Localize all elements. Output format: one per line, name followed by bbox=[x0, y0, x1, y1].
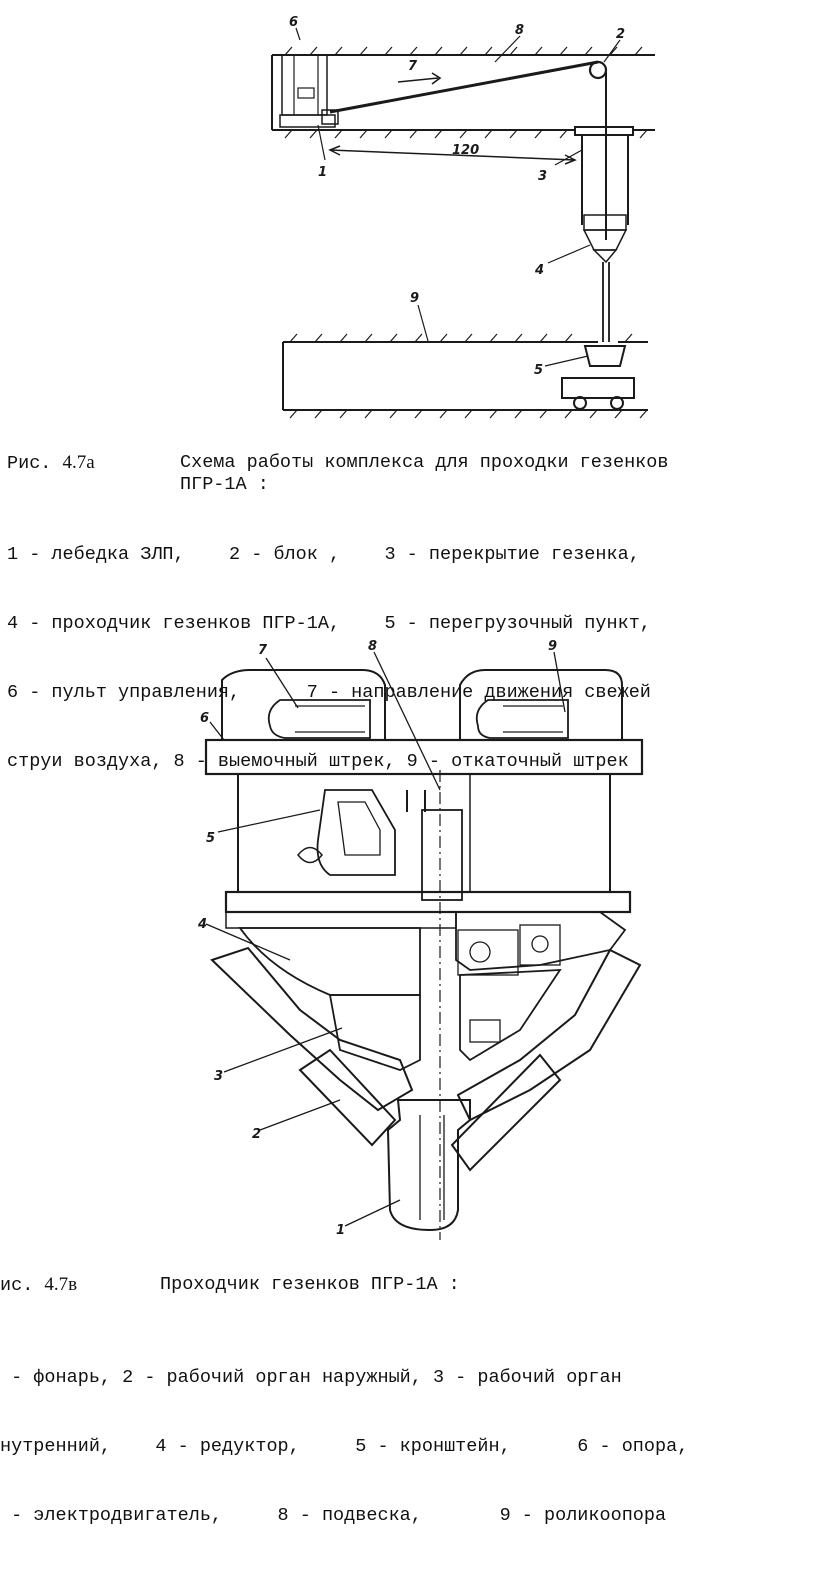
fig-b-label-1: 1 bbox=[336, 1223, 345, 1238]
fig-a-label-6: 6 bbox=[289, 15, 298, 30]
fig-b-label-5: 5 bbox=[206, 831, 215, 846]
fig-a-caption-number: 4.7а bbox=[62, 452, 95, 473]
fig-a-label-4: 4 bbox=[534, 263, 544, 278]
fig-a-label-5: 5 bbox=[534, 363, 543, 378]
fig-a-caption-title-2: ПГР-1А : bbox=[180, 474, 269, 495]
fig-a-label-8: 8 bbox=[515, 23, 524, 38]
fig-a-label-3: 3 bbox=[538, 169, 547, 184]
fig-b-label-8: 8 bbox=[368, 639, 377, 654]
fig-b-label-9: 9 bbox=[548, 639, 557, 654]
fig-a-legend-line: струи воздуха, 8 - выемочный штрек, 9 - … bbox=[7, 751, 629, 772]
fig-b-legend-line: нутренний, 4 - редуктор, 5 - кронштейн, … bbox=[0, 1436, 689, 1457]
fig-a-caption-title: Схема работы комплекса для проходки гезе… bbox=[180, 452, 669, 473]
fig-a-caption-prefix: Рис. 4.7а bbox=[7, 452, 95, 474]
fig-a-label-7: 7 bbox=[408, 59, 418, 74]
fig-a-legend-line: 1 - лебедка ЗЛП, 2 - блок , 3 - перекрыт… bbox=[7, 544, 640, 565]
figure-a-scheme: 6 8 2 7 120 1 3 4 9 5 bbox=[271, 15, 655, 419]
fig-b-label-7: 7 bbox=[258, 643, 268, 658]
fig-b-legend-line: - электродвигатель, 8 - подвеска, 9 - ро… bbox=[0, 1505, 667, 1526]
fig-b-label-6: 6 bbox=[200, 711, 209, 726]
fig-a-label-1: 1 bbox=[318, 165, 327, 180]
fig-b-label-4: 4 bbox=[197, 917, 207, 932]
fig-a-label-2: 2 bbox=[616, 27, 625, 42]
fig-b-caption-number: 4.7в bbox=[44, 1274, 78, 1295]
fig-b-label-3: 3 bbox=[214, 1069, 223, 1084]
fig-a-legend-line: 6 - пульт управления, 7 - направление дв… bbox=[7, 682, 651, 703]
fig-a-dimension-120: 120 bbox=[452, 143, 479, 158]
fig-a-label-9: 9 bbox=[410, 291, 419, 306]
figure-b-machine-drawing: 7 8 9 6 5 4 3 2 1 bbox=[197, 639, 644, 1240]
fig-b-label-2: 2 bbox=[252, 1127, 261, 1142]
fig-b-caption-title: Проходчик гезенков ПГР-1А : bbox=[160, 1274, 460, 1295]
fig-a-legend-line: 4 - проходчик гезенков ПГР-1А, 5 - перег… bbox=[7, 613, 651, 634]
fig-b-legend-line: - фонарь, 2 - рабочий орган наружный, 3 … bbox=[0, 1367, 622, 1388]
fig-b-caption-prefix: ис. 4.7в bbox=[0, 1274, 78, 1296]
